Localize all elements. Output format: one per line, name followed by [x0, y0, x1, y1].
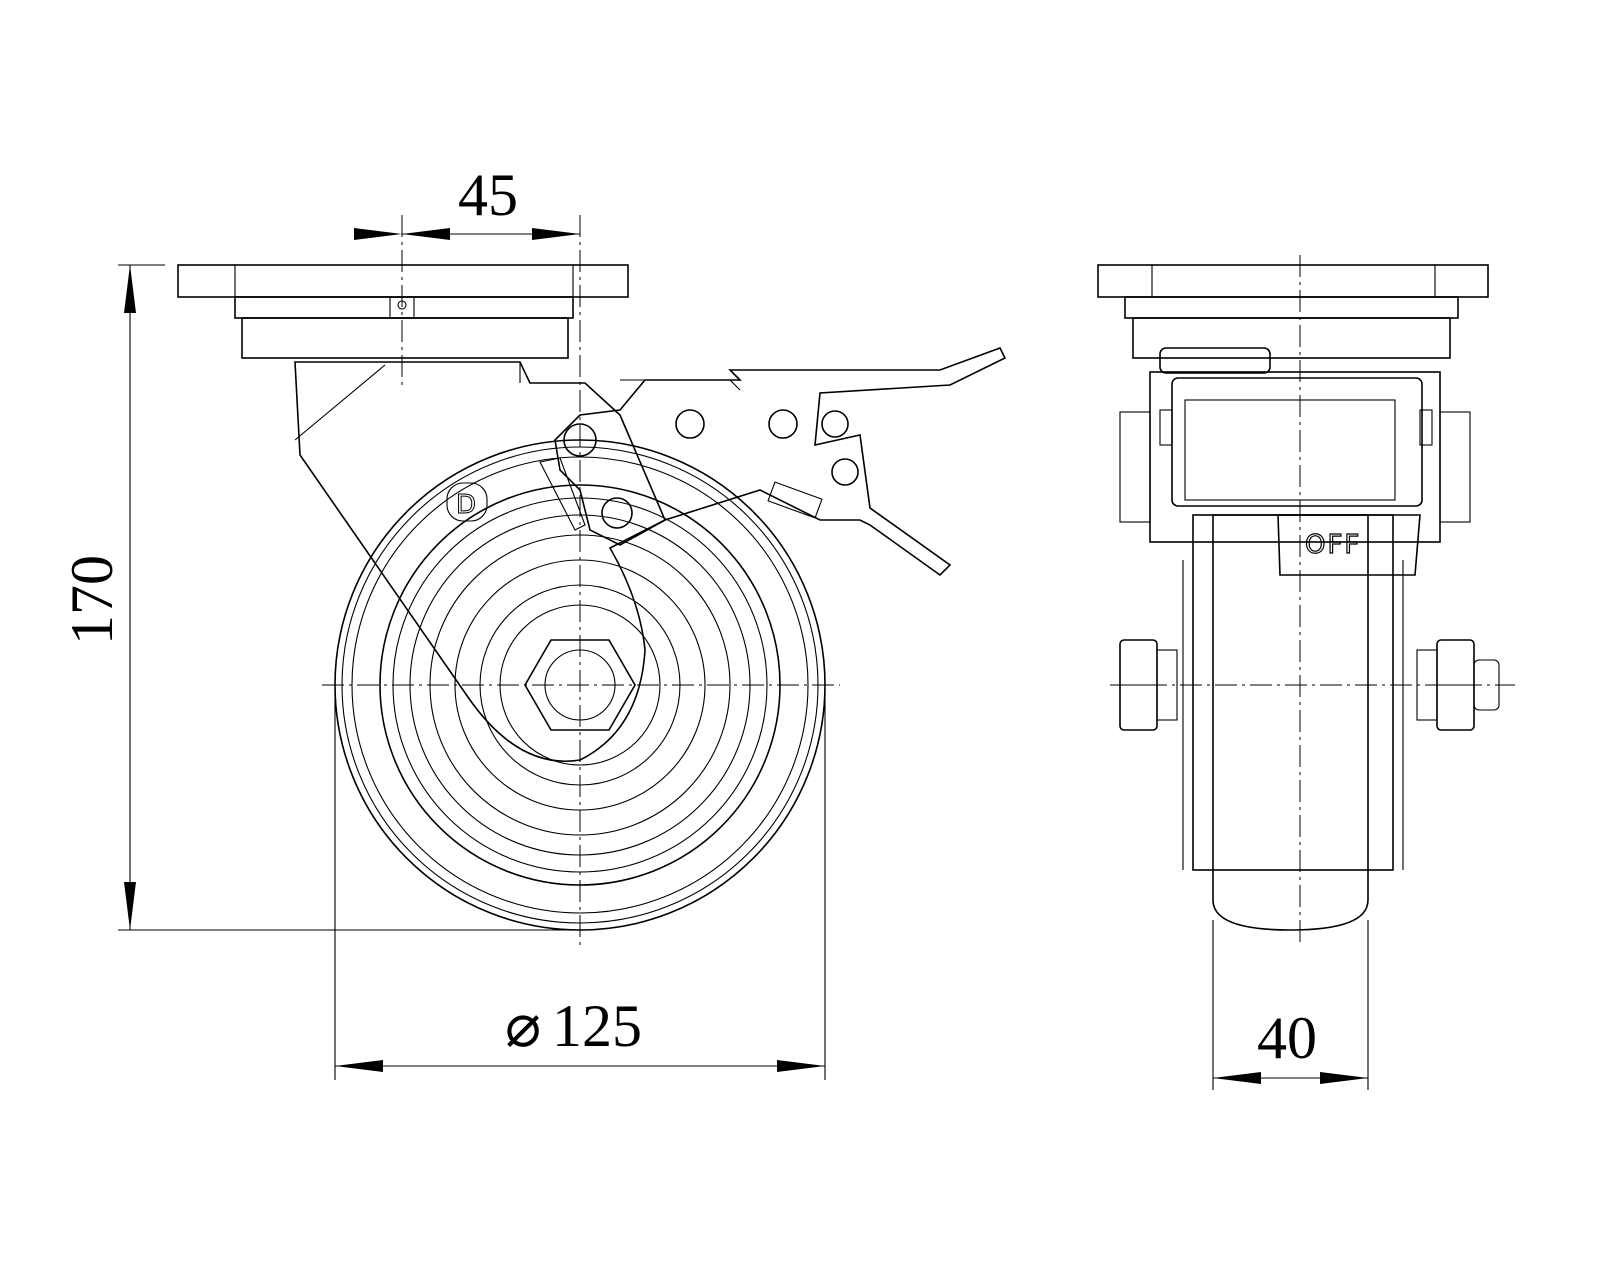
- axle-nut: [524, 639, 636, 731]
- brake-state-label: OFF: [1305, 530, 1361, 560]
- dimension-wheel-diameter: ⌀ 125: [334, 690, 826, 1080]
- brake-pedal: [539, 347, 1007, 577]
- height-dimension-text: 170: [59, 555, 125, 645]
- side-view: D: [177, 215, 1007, 945]
- wheel-diameter-text: 125: [552, 993, 642, 1059]
- offset-dimension-text: 45: [458, 162, 518, 228]
- logo: D: [446, 482, 488, 522]
- fork: [294, 361, 667, 762]
- brake-tab: [1277, 514, 1421, 576]
- wheel-width-text: 40: [1257, 1005, 1317, 1071]
- dimension-wheel-width: 40: [1212, 920, 1369, 1090]
- top-plate: [177, 264, 629, 359]
- logo-text: D: [456, 490, 476, 520]
- front-view: OFF: [1097, 255, 1515, 945]
- dimension-height: 170: [59, 264, 580, 931]
- diameter-symbol: ⌀: [505, 993, 541, 1059]
- dimension-offset: 45: [354, 162, 580, 240]
